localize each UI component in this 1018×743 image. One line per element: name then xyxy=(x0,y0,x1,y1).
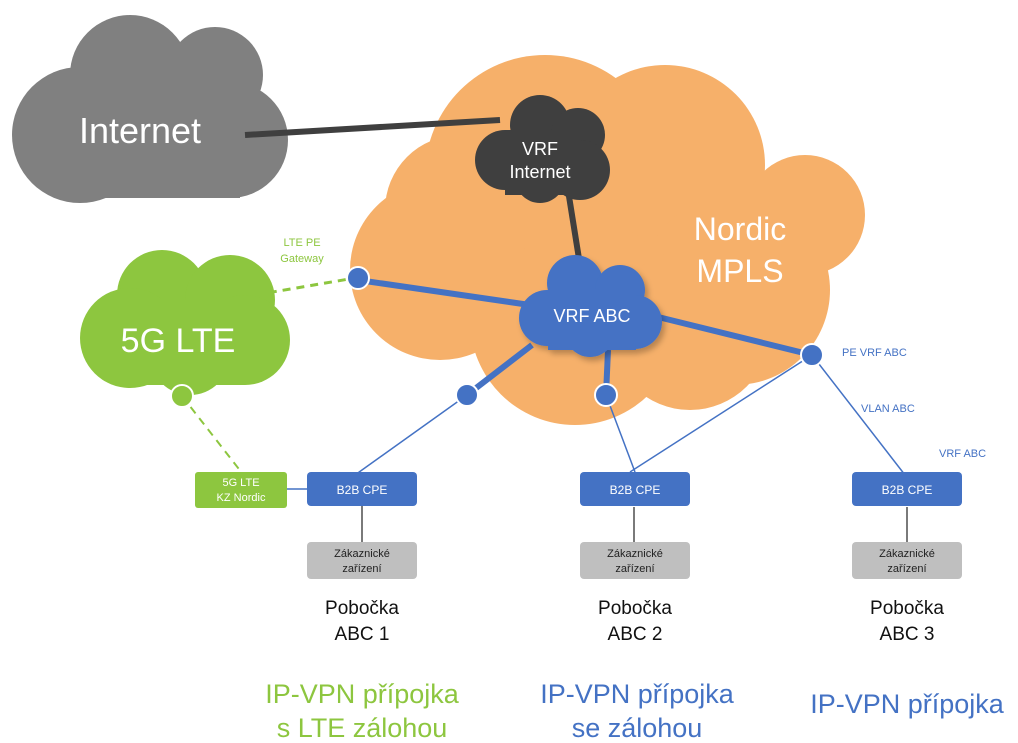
lte-pe-label-line1: LTE PE xyxy=(283,237,320,249)
branch-name-2-line2: ABC 2 xyxy=(608,624,663,645)
device-box-2 xyxy=(580,542,690,579)
lte-cloud xyxy=(80,250,290,395)
cpe-label-3: B2B CPE xyxy=(882,483,933,497)
lte-node xyxy=(170,384,194,408)
branch-type-2-line1: IP-VPN přípojka xyxy=(540,679,735,709)
vrf-internet-to-abc-link xyxy=(565,189,583,266)
device-box-1 xyxy=(307,542,417,579)
device-label-1-line1: Zákaznické xyxy=(334,548,390,560)
vrf-internet-label-line2: Internet xyxy=(509,162,570,182)
lte-pe-to-vrf-link xyxy=(357,277,531,308)
internet-link xyxy=(244,117,501,138)
vrf-to-node1-link xyxy=(465,342,534,398)
lte-pe-label-line2: Gateway xyxy=(280,253,324,265)
internet-label: Internet xyxy=(79,110,201,151)
node2-to-cpe2-link xyxy=(605,394,636,473)
cpe-label-2: B2B CPE xyxy=(610,483,661,497)
lte-pe-gateway-node xyxy=(346,266,370,290)
cpe-box-3 xyxy=(852,472,962,506)
device-label-1-line2: zařízení xyxy=(342,563,381,575)
mpls-label-line1: Nordic xyxy=(694,211,786,247)
cpe-label-1: B2B CPE xyxy=(337,483,388,497)
branch2-pe-node xyxy=(594,383,618,407)
pe-to-cpe2-link xyxy=(629,354,813,473)
branch1-pe-node xyxy=(455,383,479,407)
pe-vrf-abc-label: PE VRF ABC xyxy=(842,347,907,359)
device-label-2-line2: zařízení xyxy=(615,563,654,575)
cpe-box-1 xyxy=(307,472,417,506)
lte-kz-box xyxy=(195,472,287,508)
branch-type-1-line1: IP-VPN přípojka xyxy=(265,679,460,709)
vrf-internet-label-line1: VRF xyxy=(522,139,558,159)
device-label-2-line1: Zákaznické xyxy=(607,548,663,560)
branch-type-2-line2: se zálohou xyxy=(572,713,703,743)
vlan-abc-label: VLAN ABC xyxy=(861,403,915,415)
device-box-3 xyxy=(852,542,962,579)
mpls-cloud xyxy=(350,55,865,425)
vrf-abc-label: VRF ABC xyxy=(553,306,630,326)
branch-name-1-line1: Pobočka xyxy=(325,598,399,619)
device-label-3-line2: zařízení xyxy=(887,563,926,575)
mpls-label-line2: MPLS xyxy=(696,253,783,289)
branch-name-1-line2: ABC 1 xyxy=(335,624,390,645)
vrf-internet-cloud xyxy=(475,95,610,203)
vrf-to-pe-vrf-abc-link xyxy=(649,312,813,358)
node1-to-cpe1-link xyxy=(354,394,468,476)
branch-type-1-line2: s LTE zálohou xyxy=(277,713,448,743)
device-label-3-line1: Zákaznické xyxy=(879,548,935,560)
branch-name-3-line2: ABC 3 xyxy=(880,624,935,645)
pe-to-cpe3-link xyxy=(811,354,906,476)
vrf-abc-cloud xyxy=(519,255,662,357)
branch-type-3-line1: IP-VPN přípojka xyxy=(810,689,1005,719)
lte-kz-label-line1: 5G LTE xyxy=(222,477,259,489)
lte-to-kz-link xyxy=(181,395,243,474)
cpe-box-2 xyxy=(580,472,690,506)
lte-cloud-label: 5G LTE xyxy=(121,322,236,360)
branch-name-2-line1: Pobočka xyxy=(598,598,672,619)
internet-cloud xyxy=(12,15,288,203)
branch-name-3-line1: Pobočka xyxy=(870,598,944,619)
lte-kz-label-line2: KZ Nordic xyxy=(217,492,266,504)
vrf-abc-small-label: VRF ABC xyxy=(939,448,986,460)
pe-vrf-abc-node xyxy=(800,343,824,367)
